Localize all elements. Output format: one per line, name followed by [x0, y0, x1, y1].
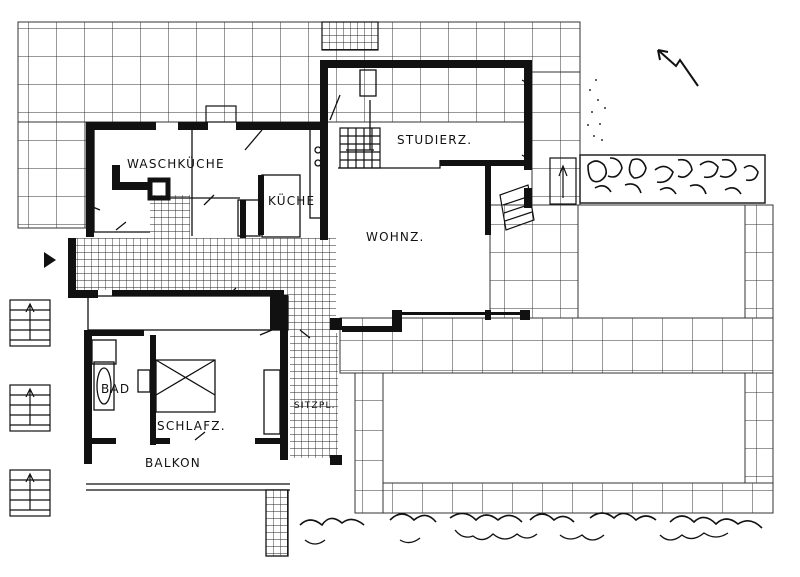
- room-label-wohnz: WOHNZ.: [366, 230, 425, 244]
- room-label-bad: BAD: [101, 382, 130, 396]
- stair-icon-right: [549, 157, 577, 205]
- stair-icon: [339, 127, 535, 231]
- stair-icon-left: [9, 299, 51, 517]
- hedge-icon: [579, 154, 766, 204]
- corridor-tiles: [68, 195, 338, 458]
- room-label-kueche: KÜCHE: [268, 192, 315, 208]
- room-label-balkon: BALKON: [145, 456, 201, 470]
- door-marks: [205, 21, 379, 123]
- north-arrow-icon: [657, 49, 699, 87]
- room-label-waschkueche: WASCHKÜCHE: [127, 155, 225, 171]
- garden-dots: [587, 79, 606, 141]
- room-label-sitzpl: SITZPL.: [294, 401, 336, 411]
- room-label-studierz: STUDIERZ.: [397, 133, 472, 147]
- entrance-arrow-icon: [44, 252, 56, 268]
- room-label-schlafz: SCHLAFZ.: [157, 419, 226, 433]
- hedge-south-icon: [299, 512, 763, 545]
- fixtures: [86, 69, 533, 557]
- terrace-paving-south: [339, 317, 774, 514]
- building-walls: [68, 60, 532, 465]
